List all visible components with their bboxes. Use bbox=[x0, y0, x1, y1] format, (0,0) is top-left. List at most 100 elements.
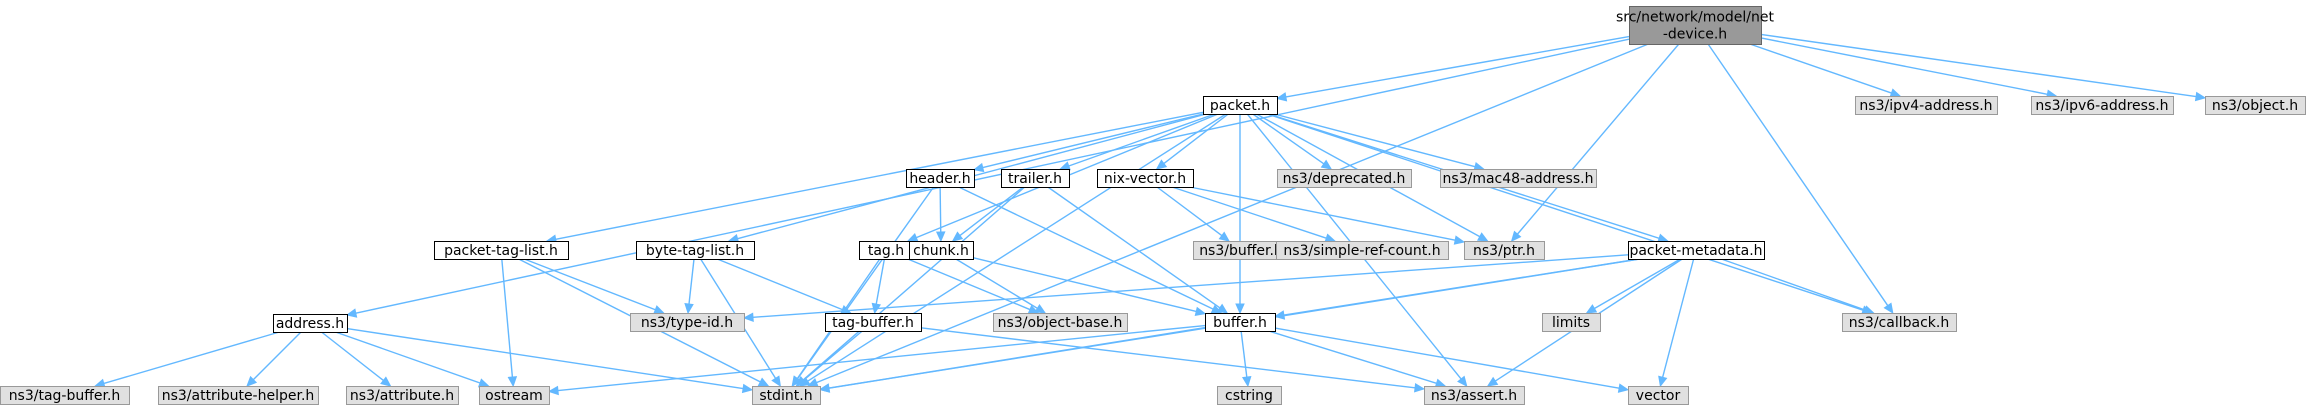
edge-trailer-to-stdint bbox=[795, 186, 1026, 387]
edge-byte-tag-list-to-type-id bbox=[684, 258, 695, 315]
node-tag[interactable]: tag.h bbox=[859, 241, 914, 260]
edge-arrowhead bbox=[906, 232, 919, 242]
node-label: trailer.h bbox=[1008, 171, 1062, 187]
edge-line bbox=[1267, 113, 1864, 311]
edge-tag-buffer-to-stdint bbox=[795, 330, 863, 387]
node-label: ns3/buffer.h bbox=[1199, 243, 1283, 259]
node-ns3-buffer: ns3/buffer.h bbox=[1193, 241, 1290, 260]
node-label: tag-buffer.h bbox=[832, 315, 914, 331]
node-header[interactable]: header.h bbox=[906, 169, 975, 188]
edge-line bbox=[803, 330, 863, 381]
edge-line bbox=[982, 113, 1204, 169]
node-trailer[interactable]: trailer.h bbox=[1001, 169, 1070, 188]
node-label: chunk.h bbox=[913, 243, 969, 259]
edge-nix-vector-to-simple-ref-count bbox=[1171, 186, 1337, 243]
edge-arrowhead bbox=[1241, 375, 1252, 388]
edge-arrowhead bbox=[246, 375, 258, 387]
node-vector: vector bbox=[1628, 386, 1689, 405]
node-buffer[interactable]: buffer.h bbox=[1205, 313, 1276, 332]
node-nix-vector[interactable]: nix-vector.h bbox=[1097, 169, 1194, 188]
edge-line bbox=[557, 324, 1206, 392]
edge-line bbox=[716, 258, 843, 311]
node-packet[interactable]: packet.h bbox=[1203, 96, 1278, 115]
node-label: ns3/tag-buffer.h bbox=[9, 388, 121, 404]
edge-trailer-to-buffer bbox=[1047, 186, 1229, 314]
node-box bbox=[1440, 169, 1597, 188]
edge-line bbox=[1068, 113, 1215, 167]
edge-arrowhead bbox=[1194, 306, 1207, 316]
edge-line bbox=[1189, 186, 1456, 241]
node-box bbox=[909, 241, 974, 260]
node-attribute: ns3/attribute.h bbox=[346, 386, 459, 405]
edge-line bbox=[346, 327, 744, 390]
edge-line bbox=[958, 186, 1214, 310]
node-label: ns3/ptr.h bbox=[1473, 243, 1535, 259]
node-label: byte-tag-list.h bbox=[646, 243, 744, 259]
edge-arrowhead bbox=[791, 375, 802, 388]
edge-line bbox=[688, 258, 695, 305]
edge-address-to-attribute-helper bbox=[246, 331, 302, 387]
node-tag-buffer[interactable]: tag-buffer.h bbox=[825, 313, 922, 332]
node-label: ns3/callback.h bbox=[1849, 315, 1949, 331]
node-address[interactable]: address.h bbox=[273, 314, 348, 333]
edge-arrowhead bbox=[1034, 304, 1047, 314]
edge-line bbox=[103, 331, 280, 385]
edge-line bbox=[1240, 330, 1248, 378]
edge-arrowhead bbox=[1585, 304, 1598, 314]
node-label: -device.h bbox=[1663, 27, 1727, 43]
edge-arrowhead bbox=[1218, 231, 1230, 242]
edge-packet-metadata-to-type-id bbox=[742, 254, 1629, 323]
node-box bbox=[1464, 241, 1545, 260]
node-label: src/network/model/net bbox=[1616, 10, 1775, 26]
node-label: vector bbox=[1636, 388, 1681, 404]
node-label: nix-vector.h bbox=[1104, 171, 1186, 187]
node-box bbox=[1629, 6, 1762, 45]
edge-arrowhead bbox=[1155, 159, 1168, 170]
node-label: packet-metadata.h bbox=[1629, 243, 1762, 259]
edge-arrowhead bbox=[741, 383, 754, 394]
node-box bbox=[1217, 386, 1282, 405]
node-chunk[interactable]: chunk.h bbox=[909, 241, 974, 260]
node-object: ns3/object.h bbox=[2205, 96, 2306, 115]
edge-arrowhead bbox=[1324, 233, 1337, 243]
edge-line bbox=[1163, 113, 1229, 165]
edge-arrowhead bbox=[2194, 91, 2207, 102]
node-label: ns3/simple-ref-count.h bbox=[1283, 243, 1440, 259]
edge-line bbox=[955, 258, 1038, 309]
node-ipv4-address: ns3/ipv4-address.h bbox=[1855, 96, 1998, 115]
node-label: ns3/ipv4-address.h bbox=[1859, 98, 1992, 114]
node-label: packet.h bbox=[1210, 98, 1270, 114]
node-stdint: stdint.h bbox=[752, 386, 821, 405]
edge-buffer-to-stdint bbox=[818, 326, 1206, 393]
edge-arrowhead bbox=[1273, 310, 1286, 320]
edge-arrowhead bbox=[1510, 230, 1522, 242]
node-ipv6-address: ns3/ipv6-address.h bbox=[2031, 96, 2174, 115]
edge-line bbox=[752, 254, 1629, 318]
node-mac48-address: ns3/mac48-address.h bbox=[1440, 169, 1597, 188]
node-packet-metadata[interactable]: packet-metadata.h bbox=[1628, 241, 1765, 260]
node-label: ns3/object-base.h bbox=[998, 315, 1123, 331]
edge-arrowhead bbox=[1216, 303, 1229, 314]
node-label: ns3/attribute-helper.h bbox=[162, 388, 315, 404]
edge-buffer-to-assert bbox=[1268, 330, 1447, 388]
node-ostream: ostream bbox=[479, 386, 550, 405]
edge-packet-to-mac48-address bbox=[1274, 113, 1485, 172]
edge-line bbox=[1156, 186, 1223, 237]
edge-line bbox=[1285, 35, 1630, 98]
edge-packet-metadata-to-vector bbox=[1658, 258, 1695, 388]
edge-net-device-to-object bbox=[1760, 33, 2207, 102]
edge-arrowhead bbox=[1658, 375, 1668, 388]
edge-line bbox=[1047, 186, 1221, 309]
node-packet-tag-list[interactable]: packet-tag-list.h bbox=[434, 241, 569, 260]
edge-net-device-to-address bbox=[345, 38, 1630, 318]
node-label: address.h bbox=[276, 316, 344, 332]
node-ns3-tag-buffer: ns3/tag-buffer.h bbox=[0, 386, 130, 405]
node-box bbox=[1542, 313, 1601, 332]
edge-arrowhead bbox=[1486, 376, 1499, 387]
node-box bbox=[2205, 96, 2306, 115]
node-byte-tag-list[interactable]: byte-tag-list.h bbox=[636, 241, 755, 260]
edge-packet-to-nix-vector bbox=[1155, 113, 1229, 170]
edge-packet-to-callback bbox=[1267, 113, 1873, 315]
edge-line bbox=[523, 258, 656, 311]
